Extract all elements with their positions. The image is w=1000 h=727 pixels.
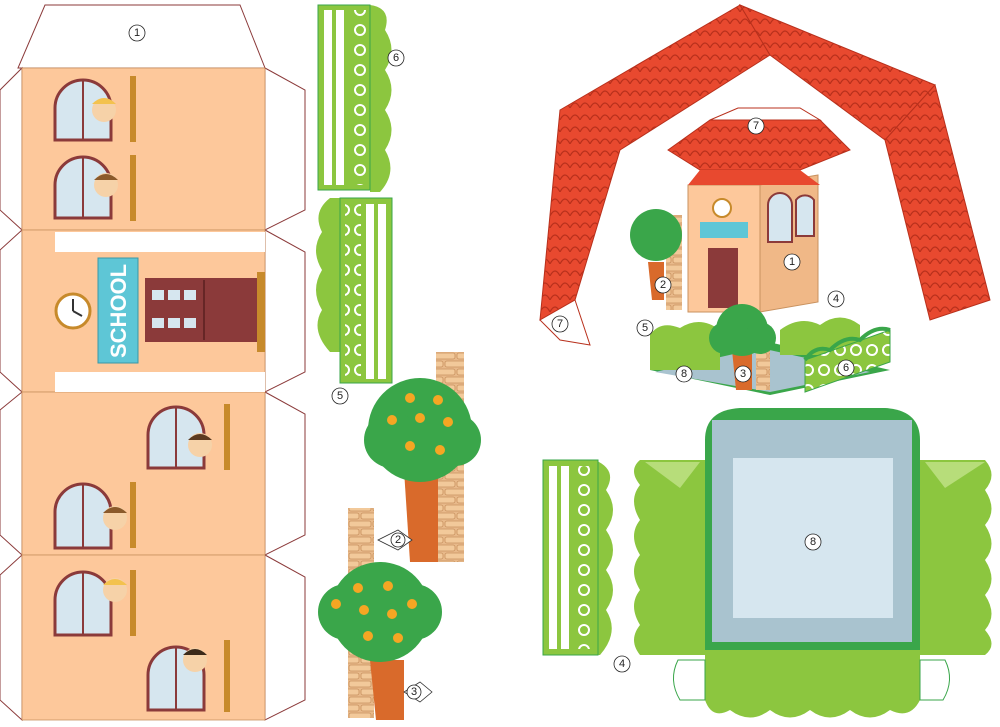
tree-part-3 xyxy=(318,508,442,720)
child-figure xyxy=(103,506,127,530)
svg-text:1: 1 xyxy=(134,27,140,39)
label-part-7-side: 7 xyxy=(551,315,569,333)
label-part-2-model: 2 xyxy=(654,276,672,294)
svg-text:2: 2 xyxy=(660,279,666,291)
label-part-5: 5 xyxy=(331,387,349,405)
svg-text:2: 2 xyxy=(395,534,401,546)
svg-text:1: 1 xyxy=(789,256,795,268)
svg-text:3: 3 xyxy=(740,368,746,380)
svg-text:6: 6 xyxy=(393,52,399,64)
svg-text:4: 4 xyxy=(833,293,839,305)
fence-part-6 xyxy=(317,4,392,192)
svg-text:6: 6 xyxy=(843,362,849,374)
label-part-3-model: 3 xyxy=(734,365,752,383)
label-part-5-model: 5 xyxy=(636,319,654,337)
tree-part-2 xyxy=(364,352,481,562)
school-door xyxy=(145,272,265,352)
label-part-2: 2 xyxy=(390,532,406,548)
label-part-6-model: 6 xyxy=(837,359,855,377)
label-part-1: 1 xyxy=(128,24,146,42)
svg-text:8: 8 xyxy=(681,368,687,380)
label-part-3: 3 xyxy=(406,684,422,700)
child-figure xyxy=(183,648,207,672)
svg-text:4: 4 xyxy=(619,658,625,670)
child-figure xyxy=(94,173,118,197)
label-part-8: 8 xyxy=(804,533,822,551)
label-part-7-top: 7 xyxy=(747,117,765,135)
house-net: SCHOOL xyxy=(0,4,306,722)
assembled-tree-large xyxy=(630,209,682,310)
school-sign-text: SCHOOL xyxy=(106,264,131,358)
svg-text:5: 5 xyxy=(642,322,648,334)
child-figure xyxy=(92,98,116,122)
svg-text:7: 7 xyxy=(753,120,759,132)
assembled-tree-small xyxy=(709,304,776,390)
window xyxy=(146,404,230,470)
assembled-house xyxy=(667,107,851,313)
label-part-4-model: 4 xyxy=(827,290,845,308)
label-part-1-model: 1 xyxy=(783,253,801,271)
clock-icon xyxy=(54,292,92,330)
child-figure xyxy=(188,433,212,457)
svg-text:3: 3 xyxy=(411,686,417,698)
label-part-4: 4 xyxy=(613,655,631,673)
fence-part-5 xyxy=(316,197,393,384)
svg-text:7: 7 xyxy=(557,318,563,330)
svg-text:8: 8 xyxy=(810,536,816,548)
window xyxy=(53,570,136,637)
fence-part-4 xyxy=(542,459,613,656)
label-part-8-model: 8 xyxy=(675,365,693,383)
svg-text:5: 5 xyxy=(337,390,343,402)
base-net xyxy=(634,408,992,718)
school-sign xyxy=(97,257,139,364)
child-figure xyxy=(103,578,127,602)
window xyxy=(53,76,136,142)
label-part-6: 6 xyxy=(387,49,405,67)
